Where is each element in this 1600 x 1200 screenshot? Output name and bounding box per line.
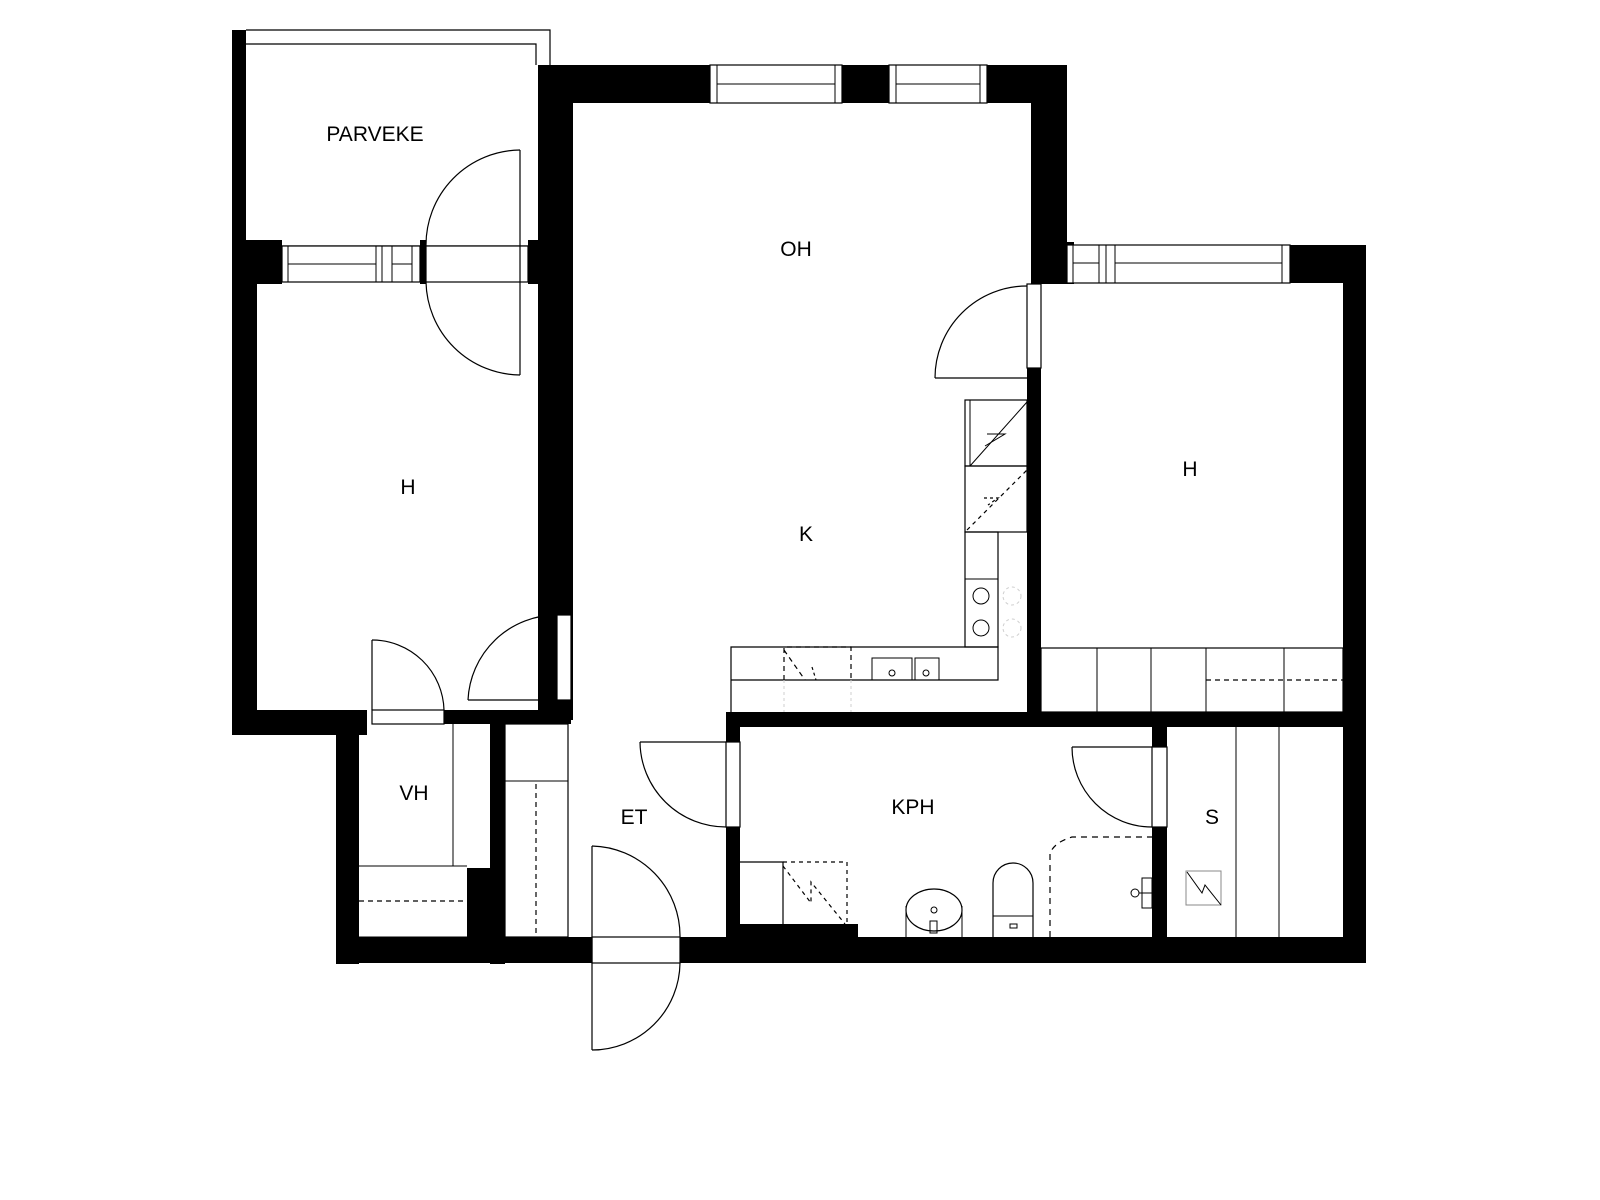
room-label-sauna: S <box>1204 806 1220 829</box>
walls <box>232 30 1366 964</box>
room-label-entrance-hall: ET <box>620 806 648 829</box>
balcony-door <box>425 149 521 376</box>
sauna-door <box>1071 746 1168 828</box>
room-label-kitchen: K <box>798 523 814 546</box>
closet-door <box>371 639 445 725</box>
room-label-bathroom: KPH <box>891 796 935 819</box>
room-label-bedroom-left: H <box>400 476 416 499</box>
room-label-parveke: PARVEKE <box>326 123 424 146</box>
room-label-bedroom-right: H <box>1182 458 1198 481</box>
doors <box>371 149 1168 1051</box>
entrance-door <box>591 845 681 1051</box>
bedroom-left-door <box>467 614 572 701</box>
kitchen-fixtures <box>730 399 1028 712</box>
wardrobes-right <box>1040 647 1344 713</box>
room-label-living-room: OH <box>780 238 812 261</box>
windows <box>281 64 1291 284</box>
sauna-fixtures <box>1185 727 1280 937</box>
bathroom-fixtures <box>740 836 1153 937</box>
closet-fixtures <box>359 724 467 938</box>
bedroom-right-door <box>934 283 1042 379</box>
hall-wardrobe <box>504 723 569 938</box>
room-label-walk-in-closet: VH <box>399 782 429 805</box>
bathroom-door <box>639 741 741 828</box>
